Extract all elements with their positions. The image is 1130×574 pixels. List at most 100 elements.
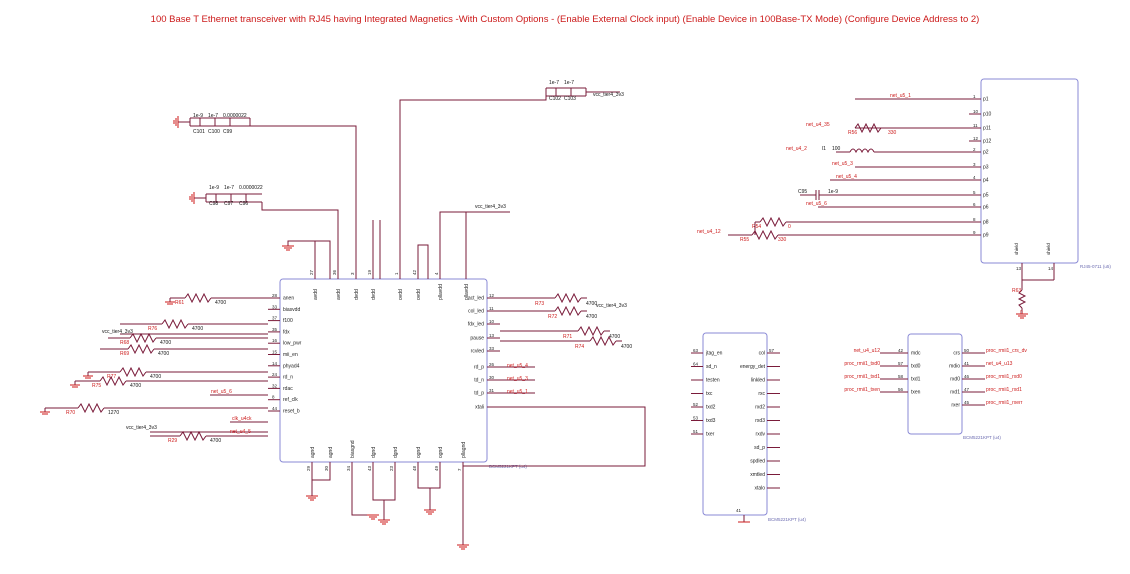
phy-left-pin-num: 15 <box>272 350 278 355</box>
mid-left-pin-name: testen <box>706 378 720 384</box>
rj45-pin-num: 5 <box>973 190 976 195</box>
phy-right-pin-num: 33 <box>489 346 495 351</box>
mii-left-net-label: proc_rmii1_txen <box>844 387 880 393</box>
right-resistor <box>589 335 617 347</box>
net-label-u5-1: net_u5_1 <box>507 389 528 395</box>
rj45-pin-name: p12 <box>983 139 992 145</box>
rj45-pin-name: p4 <box>983 178 989 184</box>
phy-top-pin-name: avdd <box>336 289 342 300</box>
phy-right-pin-num: 26 <box>489 362 495 367</box>
phy-right-pin-name: rd_p <box>474 365 484 371</box>
left-resistor <box>119 366 147 378</box>
phy-left-pin-name: low_pwr <box>283 341 302 347</box>
net-label-u4-5: net_u4_5 <box>230 429 251 435</box>
phy-left-pin-num: 35 <box>272 327 278 332</box>
mid-chip: 41 BCM5221KPT (u4) <box>702 332 806 522</box>
mid-left-pin-num: 63 <box>693 348 699 353</box>
phy-left-pin-name: anen <box>283 296 294 302</box>
cap-value: 1e-7 <box>224 185 234 191</box>
phy-bottom-pin-num: 43 <box>367 465 372 471</box>
mii-left-net-label: proc_rmii1_txd1 <box>844 374 880 380</box>
rj45-pin-num: 1 <box>973 94 976 99</box>
left-resistor <box>129 332 157 344</box>
rj45-pin-name: p10 <box>983 112 992 118</box>
mii-right-pin-num: 46 <box>964 374 970 379</box>
net-label-u5-6: net_u5_6 <box>211 389 232 395</box>
phy-top-pin-name: dvdd <box>371 289 377 300</box>
phy-top-pin-num: 36 <box>332 269 337 275</box>
rj45-connector: RJ45-0711 (u5) <box>980 78 1111 269</box>
mii-left-pin-name: mdc <box>911 351 921 357</box>
right-resistor <box>577 325 605 337</box>
phy-right-pin-num: 12 <box>489 293 495 298</box>
rj45-net-label: net_u4_2 <box>786 146 807 152</box>
rj45-pin-name: p5 <box>983 193 989 199</box>
mii-chip-label: BCM5221KPT (u4) <box>963 435 1001 440</box>
cap-ref: C96 <box>239 201 248 207</box>
right-res-ref: R71 <box>563 334 572 340</box>
phy-right-pin-name: pause <box>470 336 484 342</box>
net-label-clk: clk_u4ck <box>232 416 252 422</box>
cap-ref: C97 <box>224 201 233 207</box>
phy-bottom-pin-num: 29 <box>306 465 311 471</box>
vcc-label-pll: vcc_tier4_3v3 <box>475 204 506 210</box>
r54-ref: R54 <box>752 224 761 230</box>
rj45-pin-num: 9 <box>973 230 976 235</box>
rj45-pin-num: 10 <box>973 109 979 114</box>
phy-right-pin-name: td_n <box>474 378 484 384</box>
left-res-ref: R75 <box>92 383 101 389</box>
phy-right-pin-num: 10 <box>489 319 495 324</box>
phy-left-pin-name: fdx <box>283 329 290 335</box>
phy-bottom-pin-num: 34 <box>346 465 351 471</box>
r55-val: 330 <box>778 237 787 243</box>
left-res-val: 4700 <box>192 326 203 332</box>
phy-left-pin-name: rd_n <box>283 375 293 381</box>
rj45-pin-num: 12 <box>973 136 979 141</box>
left-res-val: 4700 <box>150 374 161 380</box>
left-resistor <box>184 292 212 304</box>
phy-top-pin-name: dvdd <box>354 289 360 300</box>
mii-right-pin-num: 50 <box>964 348 970 353</box>
mid-left-pin-name: sd_n <box>706 364 717 370</box>
mii-right-pin-num: 47 <box>964 387 970 392</box>
rj45-shield-name-2: shield <box>1046 243 1051 255</box>
mii-chip: BCM5221KPT (u4) <box>907 333 1001 440</box>
cap-group-3 <box>399 87 620 279</box>
mii-right-pin-name: mdio <box>949 364 960 370</box>
mii-right-net-label: net_u4_u13 <box>986 361 1013 367</box>
phy-top-pin-name: ovdd <box>398 289 404 300</box>
left-resistor <box>99 375 127 387</box>
phy-left-pin-num: 16 <box>272 338 278 343</box>
pll-vcc-wire <box>439 211 467 279</box>
rj45-net-label: net_u5_6 <box>806 201 827 207</box>
cap-value: 1e-7 <box>208 113 218 119</box>
mid-right-pin-name: energy_det <box>740 364 766 370</box>
rj45-pin-num: 8 <box>973 217 976 222</box>
mii-left-pin-num: 42 <box>898 348 904 353</box>
rj45-net-label: net_u4_12 <box>697 229 721 235</box>
rj45-pin-num: 2 <box>973 147 976 152</box>
phy-left-pin-num: 28 <box>272 293 278 298</box>
phy-right-pin-num: 30 <box>489 375 495 380</box>
phy-top-pin-name: ovdd <box>416 289 422 300</box>
cap-ref: C99 <box>223 129 232 135</box>
phy-bottom-pin-name: pllagnd <box>461 442 467 458</box>
rj45-pin-num: 4 <box>973 175 976 180</box>
rj45-shield-num-2: 14 <box>1048 266 1054 271</box>
left-res-ref: R29 <box>168 438 177 444</box>
mid-right-pin-num: 57 <box>769 348 775 353</box>
phy-bottom-pin-name: ognd <box>438 447 444 458</box>
vcc-label-right: vcc_tier4_3v3 <box>596 303 627 309</box>
mid-left-pin-name: txd3 <box>706 418 716 424</box>
cap-value: 1e-9 <box>209 185 219 191</box>
right-resistor <box>554 292 582 304</box>
mii-right-net-label: proc_rmii1_crs_dv <box>986 348 1027 354</box>
net-label-u5-4: net_u5_4 <box>507 363 528 369</box>
right-resistor <box>554 305 582 317</box>
left-res-val: 4700 <box>215 300 226 306</box>
